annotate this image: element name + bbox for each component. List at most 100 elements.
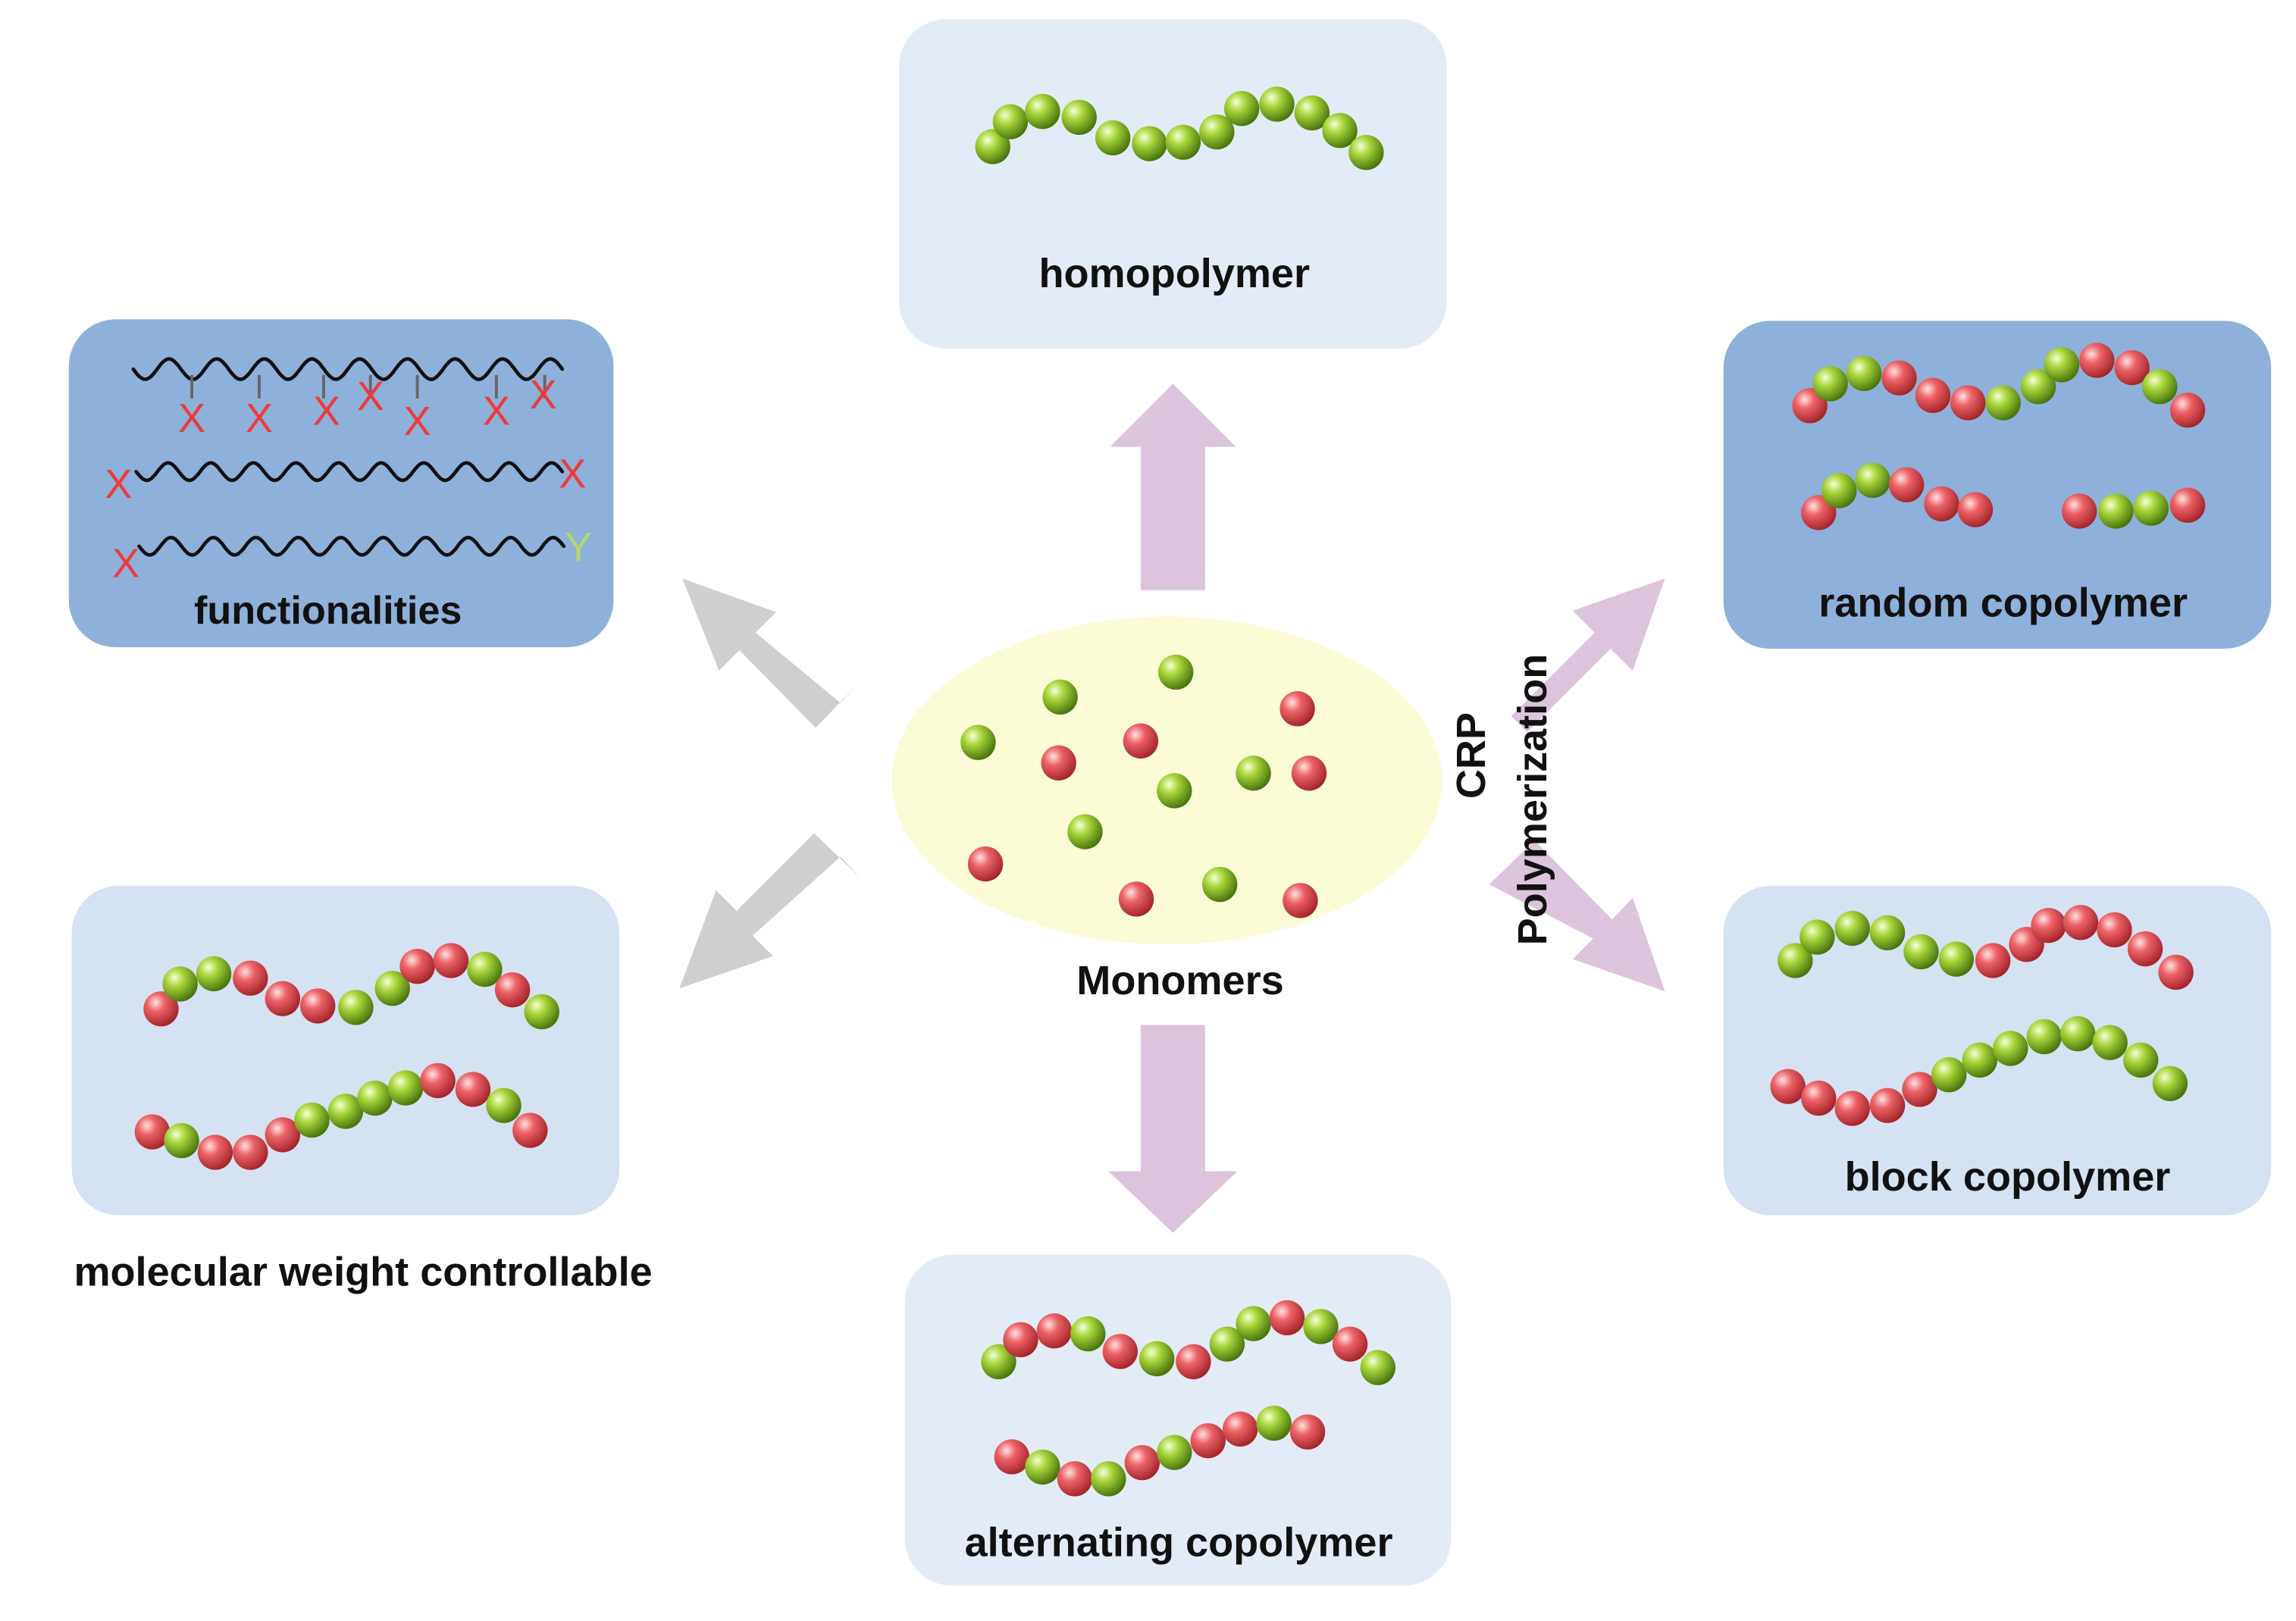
green-monomer — [327, 1094, 364, 1129]
green-monomer — [162, 966, 198, 1002]
red-monomer — [2127, 931, 2163, 967]
green-monomer — [1962, 1042, 1997, 1078]
homopolymer-label: homopolymer — [1038, 251, 1310, 296]
x-group-mark: X — [246, 396, 273, 441]
green-monomer — [2098, 493, 2134, 529]
red-monomer — [1834, 1091, 1870, 1126]
red-monomer — [1102, 1334, 1138, 1369]
molecular-weight-panel — [71, 885, 620, 1216]
red-monomer — [233, 1134, 268, 1170]
green-monomer — [294, 1102, 330, 1138]
heterotelechelic-chain — [137, 535, 566, 557]
monomer-spheres — [960, 654, 1327, 918]
green-monomer — [1025, 93, 1060, 130]
side-group-stems — [190, 374, 547, 399]
green-monomer — [1067, 814, 1103, 850]
red-monomer — [1123, 723, 1159, 759]
polymer-chains — [134, 86, 2206, 1497]
side-group-chain — [131, 357, 565, 381]
y-end-group-mark: Y — [565, 524, 592, 570]
functional-chains — [131, 357, 566, 557]
red-monomer — [1269, 1300, 1305, 1336]
x-group-mark: X — [530, 372, 557, 418]
red-monomer — [512, 1112, 548, 1148]
red-monomer — [455, 1072, 491, 1107]
red-monomer — [143, 991, 179, 1027]
x-end-group-mark: X — [105, 462, 132, 507]
green-monomer — [960, 724, 996, 760]
x-group-mark: X — [313, 388, 340, 433]
red-monomer — [1902, 1072, 1937, 1107]
red-monomer — [1332, 1326, 1368, 1362]
red-monomer — [2114, 349, 2150, 386]
red-monomer — [1124, 1444, 1160, 1481]
red-monomer — [300, 988, 336, 1024]
green-monomer — [981, 1344, 1016, 1379]
red-monomer — [2158, 954, 2194, 990]
red-monomer — [2079, 343, 2115, 378]
green-monomer — [1158, 654, 1194, 690]
red-monomer — [420, 1062, 456, 1099]
green-monomer — [1903, 934, 1939, 970]
green-monomer — [486, 1087, 522, 1123]
monomers-label: Monomers — [1076, 958, 1283, 1003]
molecular-weight-label: molecular weight controllable — [74, 1249, 652, 1294]
chain-random-1 — [1792, 343, 2206, 428]
green-monomer — [1236, 1306, 1271, 1341]
green-monomer — [1209, 1326, 1245, 1362]
block-copolymer-label: block copolymer — [1845, 1154, 2171, 1200]
green-monomer — [1348, 134, 1384, 171]
green-monomer — [1846, 355, 1882, 392]
red-monomer — [2063, 905, 2099, 940]
x-group-mark: X — [404, 399, 431, 444]
green-monomer — [975, 129, 1010, 164]
chain-homopolymer — [975, 86, 1384, 171]
green-monomer — [1931, 1057, 1967, 1093]
green-monomer — [1132, 126, 1167, 161]
green-monomer — [2123, 1042, 2159, 1078]
red-monomer — [399, 949, 435, 984]
red-monomer — [1801, 495, 1837, 530]
green-monomer — [2026, 1019, 2062, 1055]
green-monomer — [1812, 366, 1848, 402]
red-monomer — [134, 1114, 171, 1150]
chain-random-2 — [1801, 462, 1994, 530]
chain-block-1 — [1778, 905, 2194, 990]
red-monomer — [1280, 691, 1315, 727]
green-monomer — [357, 1080, 393, 1116]
green-monomer — [1070, 1316, 1106, 1352]
green-monomer — [2060, 1015, 2096, 1052]
crp-label: CRP — [1449, 712, 1494, 799]
green-monomer — [1821, 473, 1857, 509]
chain-block-2 — [1770, 1015, 2188, 1126]
green-monomer — [524, 994, 559, 1030]
red-monomer — [433, 943, 469, 978]
red-monomer — [1801, 1080, 1837, 1116]
green-monomer — [1778, 943, 1813, 978]
red-monomer — [233, 960, 268, 996]
red-monomer — [2169, 392, 2206, 428]
green-monomer — [1061, 99, 1097, 135]
red-monomer — [1291, 756, 1327, 791]
red-monomer — [197, 1134, 233, 1170]
green-monomer — [1834, 910, 1870, 947]
green-monomer — [164, 1122, 199, 1159]
green-monomer — [1294, 95, 1330, 131]
red-monomer — [1924, 486, 1959, 521]
green-monomer — [1236, 756, 1271, 791]
chain-random-3 — [2061, 487, 2206, 529]
chain-alt-2 — [994, 1405, 1326, 1497]
red-monomer — [994, 1439, 1030, 1475]
red-monomer — [1003, 1322, 1038, 1358]
red-monomer — [1223, 1411, 1258, 1447]
green-monomer — [1042, 679, 1078, 715]
red-monomer — [1770, 1069, 1806, 1104]
arrow-upleft-functionalities — [682, 578, 861, 728]
chain-alt-1 — [981, 1300, 1395, 1385]
green-monomer — [1993, 1031, 2028, 1066]
green-monomer — [2044, 347, 2080, 383]
green-monomer — [387, 1070, 424, 1106]
red-monomer — [2097, 912, 2132, 948]
green-monomer — [1157, 1435, 1192, 1470]
